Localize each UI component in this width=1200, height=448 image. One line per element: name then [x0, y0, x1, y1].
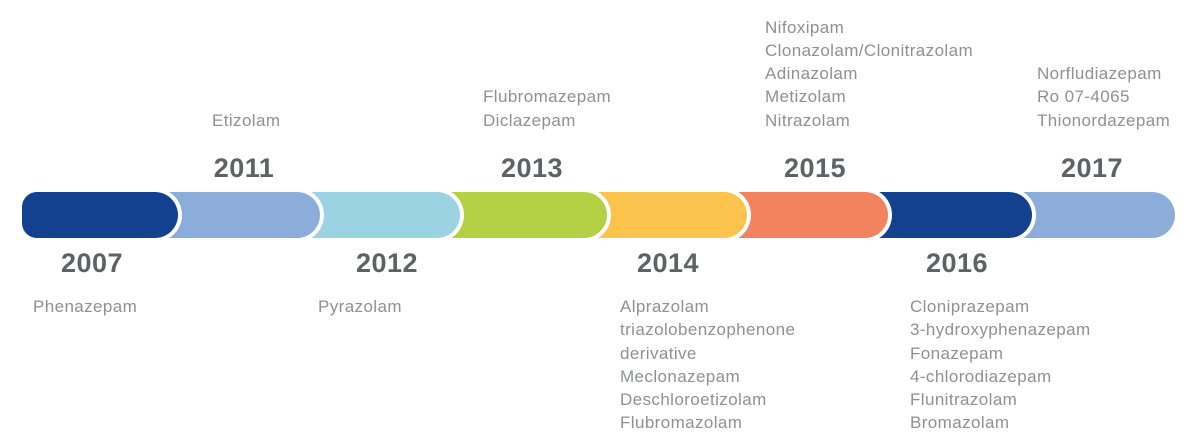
year-label-2016: 2016 — [925, 248, 989, 278]
drug-name: Meclonazepam — [620, 366, 741, 386]
drug-name: Flubromazolam — [620, 413, 743, 433]
timeline-segment-2016 — [842, 192, 1032, 238]
drug-list-2014: Alprazolam triazolobenzophenone derivative… — [620, 295, 795, 435]
drug-name: Nitrazolam — [765, 110, 851, 130]
year-label-2014: 2014 — [636, 248, 700, 278]
drug-list-2007: Phenazepam — [33, 295, 137, 318]
drug-name: Fonazepam — [910, 343, 1004, 363]
timeline-segment-2007 — [22, 192, 178, 238]
drug-name: Deschloroetizolam — [620, 390, 767, 410]
drug-name: Nifoxipam — [765, 17, 845, 37]
drug-list-2012: Pyrazolam — [318, 295, 402, 318]
year-label-2011: 2011 — [213, 153, 275, 183]
drug-name: Bromazolam — [910, 413, 1010, 433]
drug-name: Thionordazepam — [1037, 110, 1171, 130]
drug-name: derivative — [620, 343, 697, 363]
drug-name: triazolobenzophenone — [620, 320, 796, 340]
year-label-2012: 2012 — [355, 248, 419, 278]
drug-name: Flubromazepam — [483, 87, 612, 107]
year-label-2007: 2007 — [60, 248, 124, 278]
drug-name: Alprazolam — [620, 297, 710, 316]
year-label-2013: 2013 — [500, 153, 564, 183]
drug-name: Norfludiazepam — [1037, 64, 1162, 84]
drug-name: Diclazepam — [483, 110, 576, 130]
drug-name: 3-hydroxyphenazepam — [910, 320, 1091, 340]
drug-name: Pyrazolam — [318, 297, 402, 316]
drug-list-2011: Etizolam — [212, 109, 280, 132]
drug-name: Adinazolam — [765, 64, 858, 84]
drug-name: 4-chlorodiazepam — [910, 366, 1052, 386]
drug-name: Ro 07-4065 — [1037, 87, 1130, 107]
timeline-segment-2013 — [414, 192, 607, 238]
drug-name: Clonazolam/Clonitrazolam — [765, 40, 974, 60]
drug-name: Flunitrazolam — [910, 390, 1018, 410]
drug-name: Metizolam — [765, 87, 847, 107]
year-label-2015: 2015 — [783, 153, 847, 183]
drug-name: Cloniprazepam — [910, 297, 1030, 316]
year-label-2017: 2017 — [1060, 153, 1124, 183]
drug-name: Phenazepam — [33, 297, 138, 316]
drug-name: Etizolam — [212, 110, 281, 130]
